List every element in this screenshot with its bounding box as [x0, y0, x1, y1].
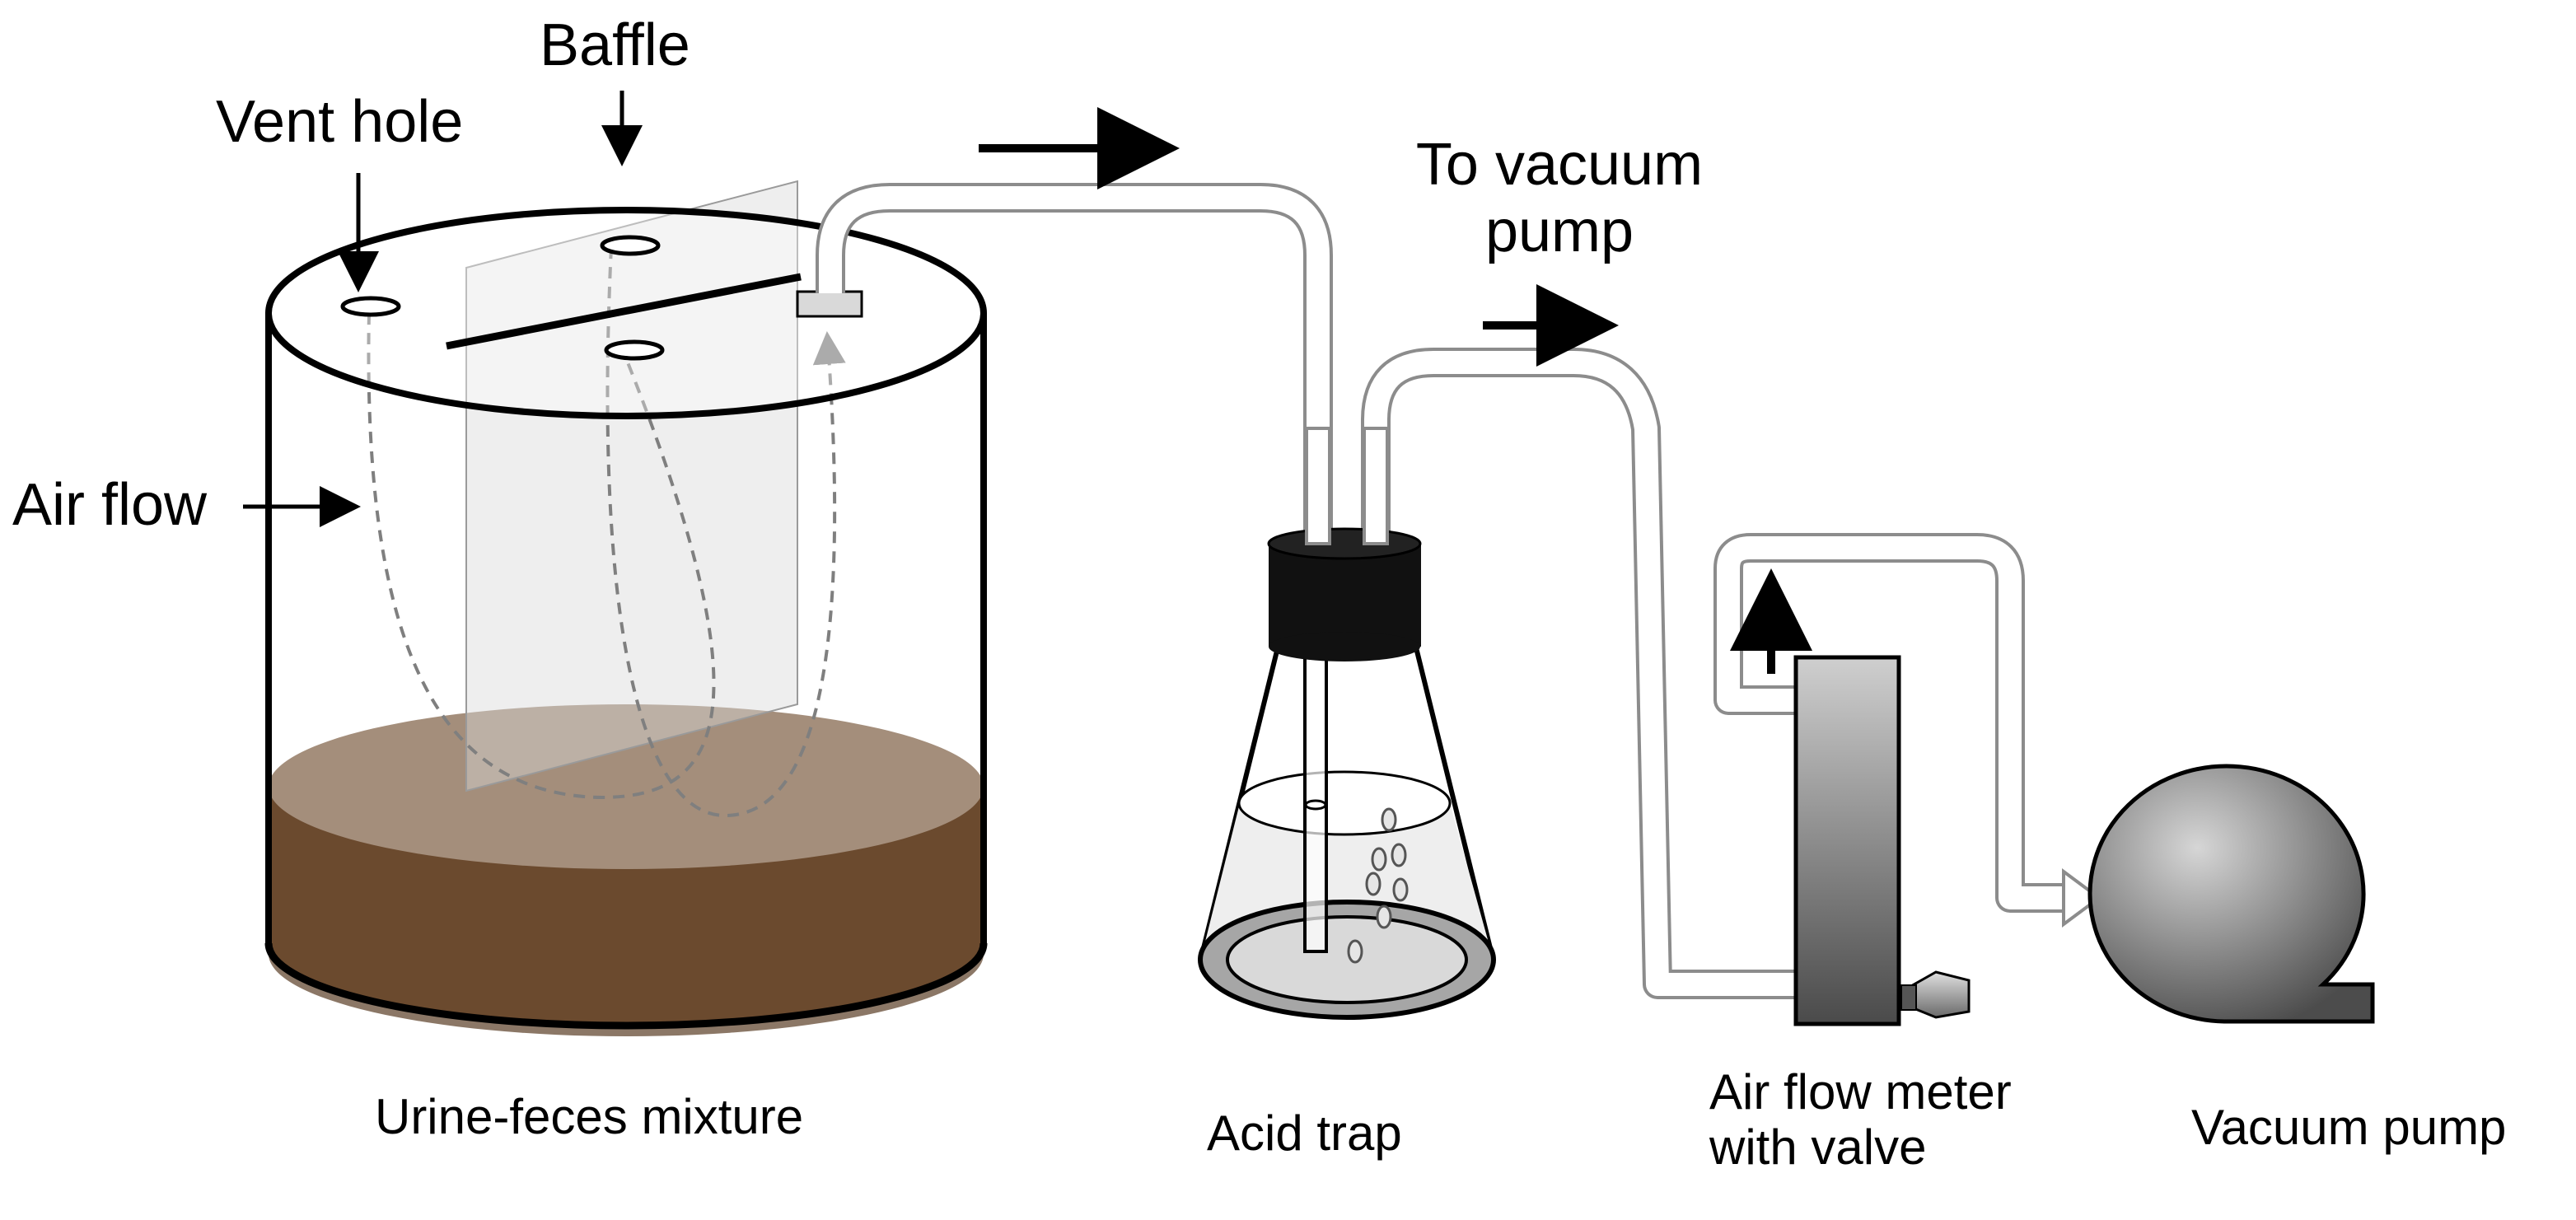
outlet-fitting [796, 290, 863, 318]
mixture-container [264, 313, 988, 1036]
vacuum-pump [2087, 764, 2375, 1024]
to-vacuum-pump-label: To vacuum pump [1391, 132, 1728, 264]
meter-label-line2: with valve [1709, 1120, 1927, 1176]
flask-stopper [1269, 544, 1421, 647]
meter-label-line1: Air flow meter [1709, 1064, 2012, 1120]
vent-hole-label: Vent hole [216, 89, 464, 155]
vent-hole-back [600, 235, 661, 256]
air-flow-paths [367, 246, 846, 818]
air-flow-meter [1793, 655, 1971, 1026]
acid-trap-label: Acid trap [1207, 1105, 1402, 1161]
meter-label: Air flow meter with valve [1709, 1064, 2012, 1175]
baffle-label: Baffle [540, 12, 690, 78]
tube-container-to-trap [816, 183, 1333, 535]
acid-trap [1198, 427, 1496, 1020]
to-vacuum-pump-line1: To vacuum [1415, 132, 1704, 198]
baffle-top-edge [446, 273, 802, 350]
flow-direction-arrows [979, 107, 1812, 674]
tube-arrow-head [2062, 868, 2102, 928]
pump-body [2087, 764, 2375, 1024]
vacuum-pump-label: Vacuum pump [2191, 1100, 2507, 1155]
mixture-surface [269, 704, 984, 869]
tube-meter-to-pump [1713, 533, 2068, 913]
vent-hole-front [604, 339, 665, 361]
bubbles [1347, 807, 1409, 964]
mixture-label: Urine-feces mixture [375, 1089, 804, 1144]
vent-hole-left [340, 296, 401, 317]
to-vacuum-pump-line2: pump [1484, 198, 1634, 264]
pointer-arrows [243, 91, 643, 527]
meter-body [1793, 655, 1901, 1026]
air-flow-label: Air flow [12, 472, 208, 538]
